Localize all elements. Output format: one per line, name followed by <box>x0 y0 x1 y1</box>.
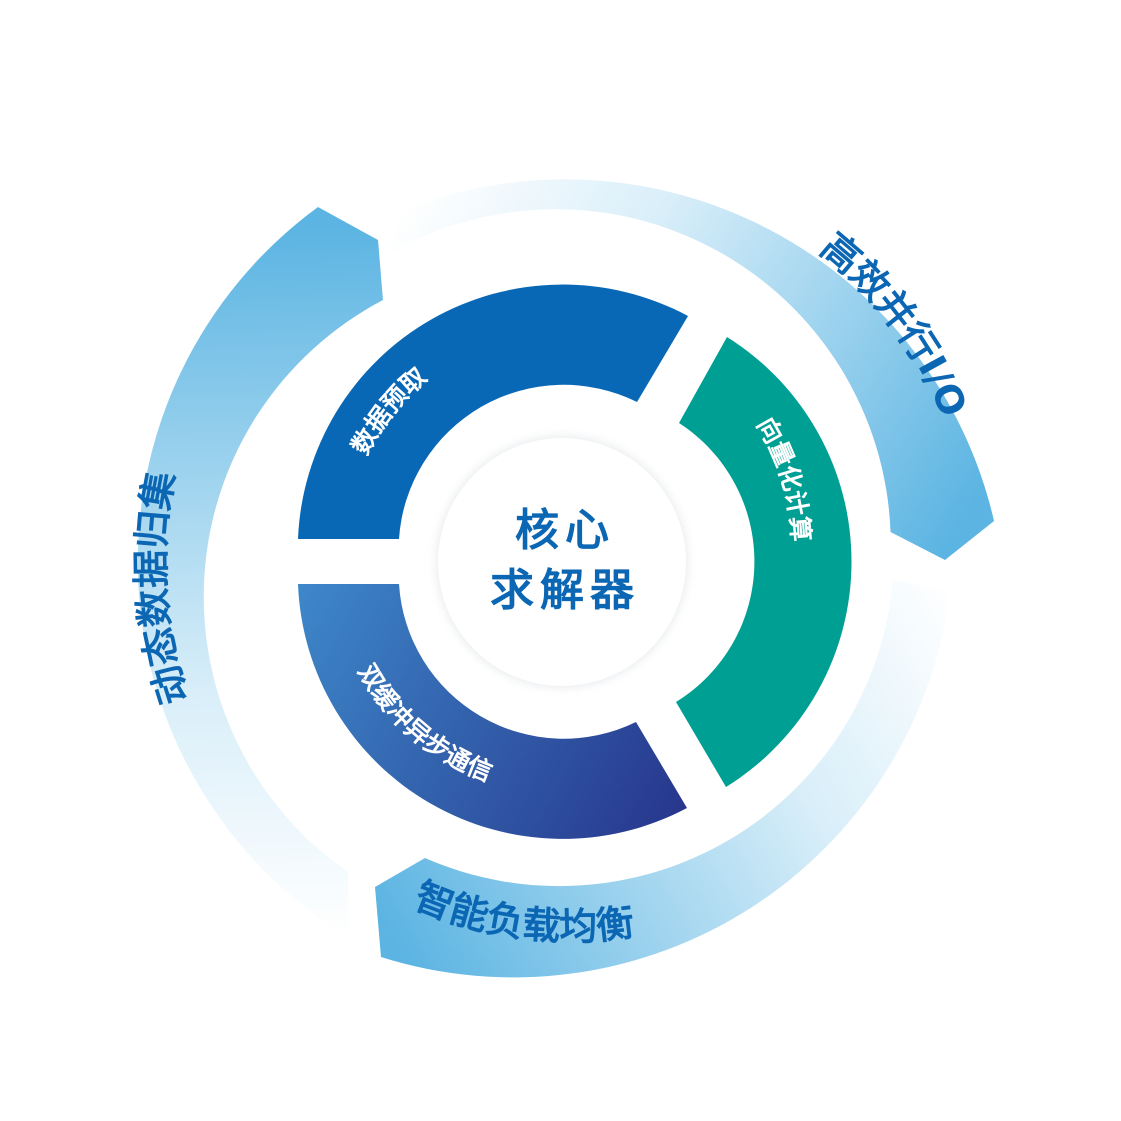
outer-arrow-top <box>385 179 994 560</box>
inner-segment-data-prefetch <box>298 284 688 539</box>
outer-arrow-bottom <box>375 580 950 978</box>
outer-arrow-left <box>137 207 383 938</box>
inner-segment-vectorized-compute <box>676 337 852 787</box>
center-title-line2: 求解器 <box>490 565 640 616</box>
center-circle <box>438 438 686 686</box>
inner-segment-double-buffer <box>298 584 687 839</box>
center-title-line1: 核心 <box>515 505 615 556</box>
